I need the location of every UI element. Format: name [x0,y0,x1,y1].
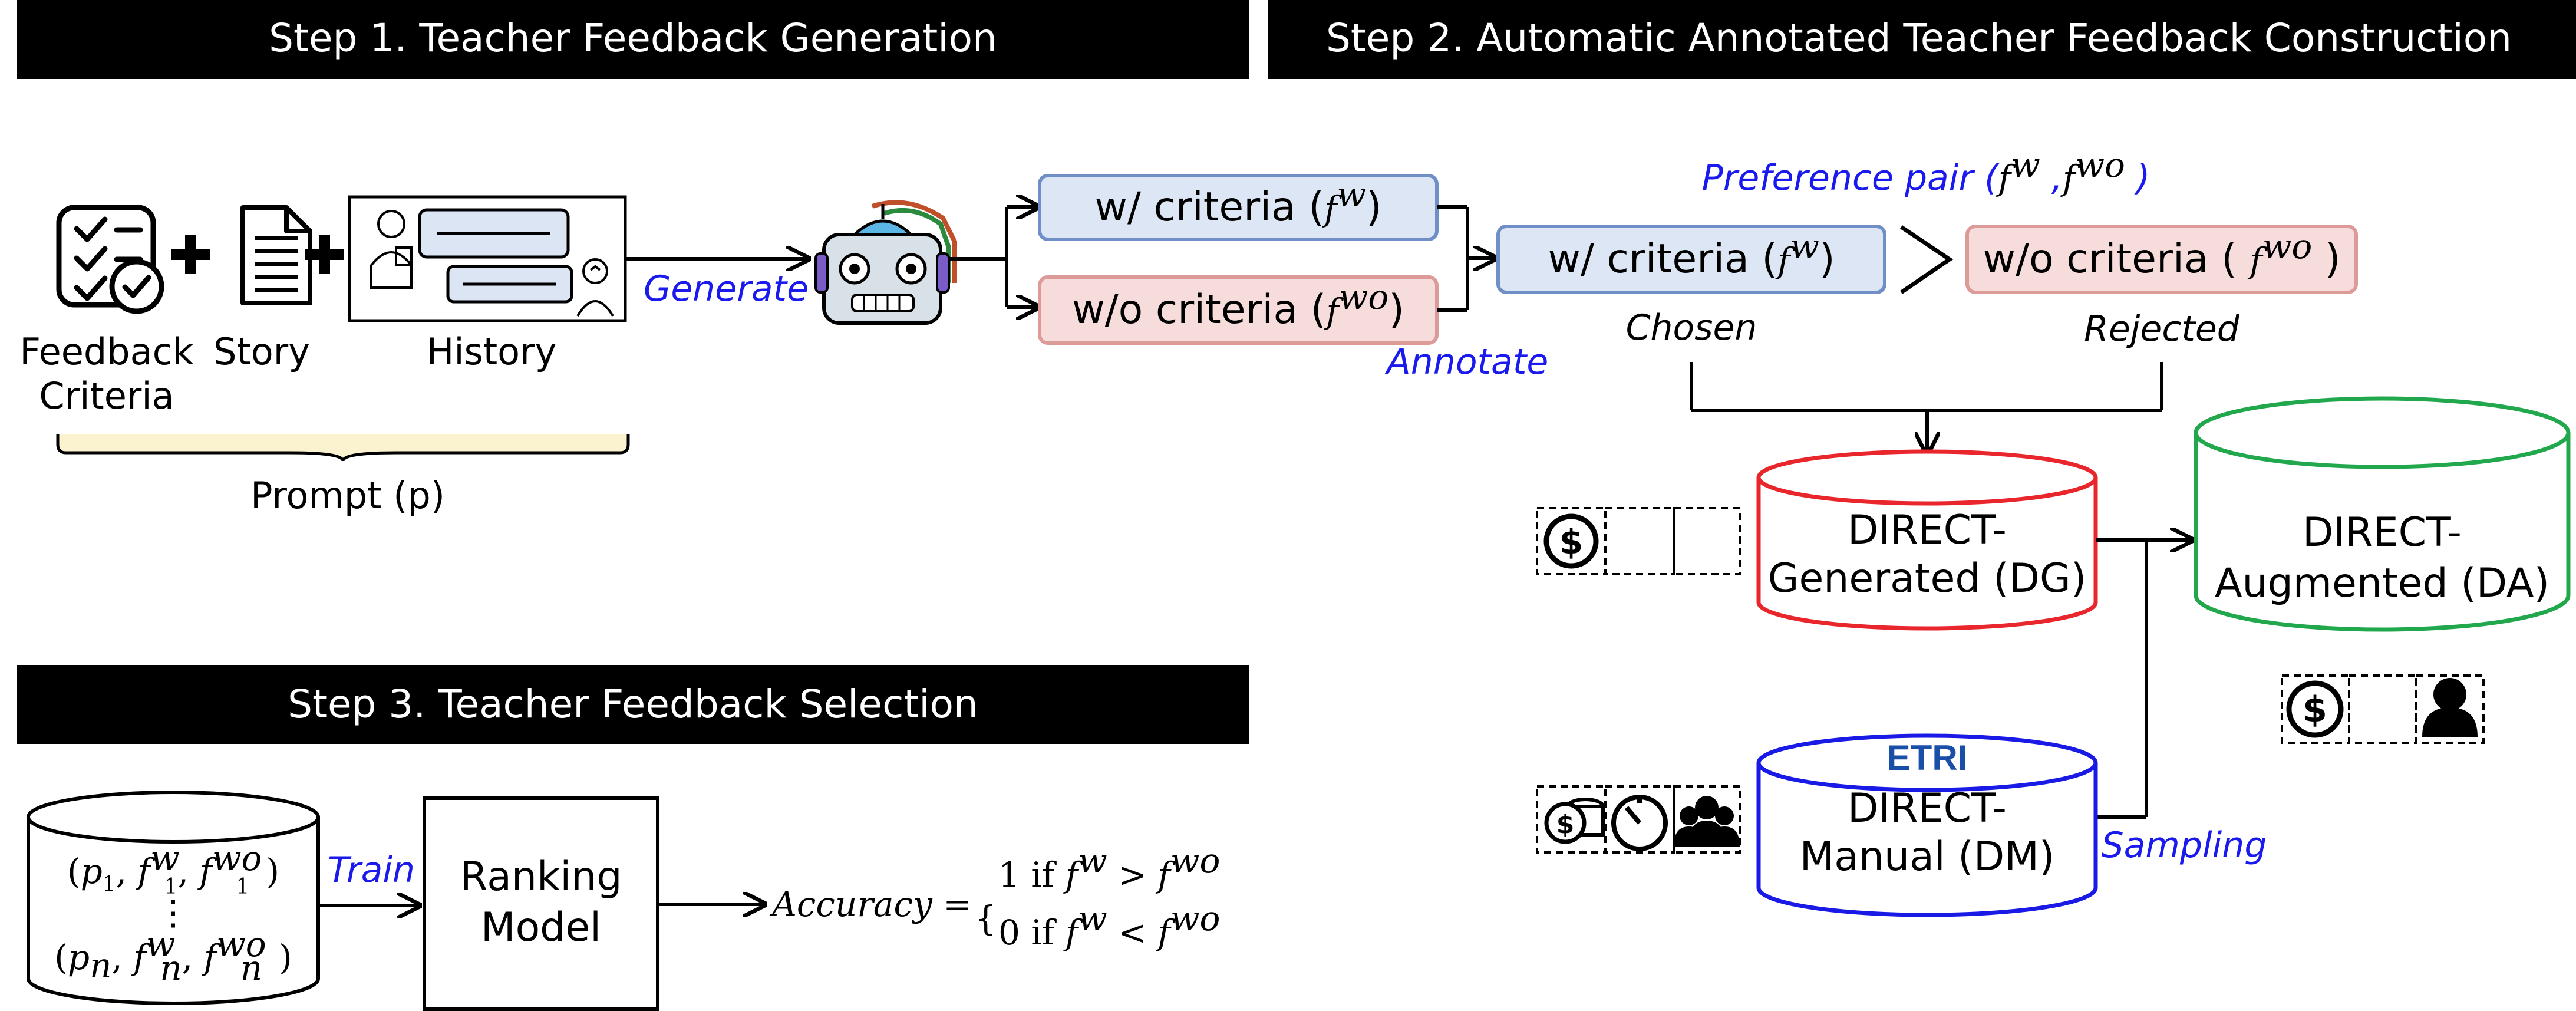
dg-label-1: DIRECT- [1848,507,2007,554]
feedback-criteria-label-1: Feedback [19,330,193,373]
ranking-model-label-2: Model [481,904,601,951]
da-cost-icons [2281,674,2485,744]
document-icon [240,205,312,305]
header-step1-text: Step 1. Teacher Feedback Generation [269,15,997,61]
without-criteria-box: w/o criteria (fwo) [1038,275,1439,345]
dg-label-2: Generated (DG) [1768,555,2086,602]
dm-label-2: Manual (DM) [1800,834,2055,880]
header-step3-text: Step 3. Teacher Feedback Selection [288,681,978,727]
dg-cost-icons [1536,507,1741,575]
rejected-box: w/o criteria ( fwo ) [1965,225,2358,294]
feedback-criteria-label-2: Criteria [39,374,174,417]
history-label: History [427,330,557,373]
ranking-model-label-1: Ranking [460,854,622,900]
chosen-label: Chosen [1626,307,1757,348]
train-label: Train [328,849,415,891]
with-criteria-label: w/ criteria (fw) [1094,174,1381,230]
svg-text:$: $ [1556,809,1575,839]
dollar-icon: $ [1543,513,1599,569]
svg-text:{: { [975,898,997,938]
sampling-label: Sampling [2102,825,2267,866]
header-step2: Step 2. Automatic Annotated Teacher Feed… [1268,0,2576,79]
svg-text:Accuracy =: Accuracy = [769,884,972,924]
rejected-label: Rejected [2084,308,2240,350]
rejected-box-label: w/o criteria ( fwo ) [1983,226,2341,282]
header-step3: Step 3. Teacher Feedback Selection [17,665,1249,744]
header-step2-text: Step 2. Automatic Annotated Teacher Feed… [1326,15,2512,61]
with-criteria-box: w/ criteria (fw) [1038,174,1439,241]
etri-logo: ETRI [1887,738,1968,778]
without-criteria-label: w/o criteria (fwo) [1072,277,1404,333]
accuracy-formula: Accuracy = { 1 if fw > fwo 0 if fw < fwo [769,841,1220,953]
dataset-dots: ⋮ [156,893,190,933]
chosen-box: w/ criteria (fw) [1496,225,1886,294]
da-label-1: DIRECT- [2303,509,2462,556]
ranking-model-box: Ranking Model [423,796,659,1011]
dm-cost-icons [1536,785,1741,854]
timer-icon [1611,795,1668,851]
greater-than-icon [1900,225,1954,294]
dollar-icon: $ [2286,680,2344,738]
dg-cylinder: DIRECT- Generated (DG) [1756,449,2098,631]
preference-pair-label: Preference pair (fw ,fwo ) [1702,145,2150,199]
dm-label-1: DIRECT- [1848,785,2007,832]
robot-icon [814,200,957,325]
coins-icon: $ [1544,798,1605,844]
dm-cylinder: ETRI DIRECT- Manual (DM) [1756,733,2098,917]
group-icon [1674,796,1740,847]
plus-icon [171,235,210,274]
chosen-box-label: w/ criteria (fw) [1548,226,1835,282]
prompt-label: Prompt (p) [250,474,445,517]
da-label-2: Augmented (DA) [2215,560,2549,607]
annotate-label: Annotate [1384,341,1549,383]
dg-to-da-arrow [2096,540,2192,819]
svg-text:$: $ [1559,522,1583,562]
fork-arrows [949,207,1038,307]
dataset-cylinder [27,791,320,1005]
merge-arrows [1690,362,2163,454]
annotate-arrows [1437,205,1496,312]
checklist-icon [56,205,164,314]
svg-text:1 if fw > fwo: 1 if fw > fwo [998,841,1220,895]
header-step1: Step 1. Teacher Feedback Generation [17,0,1249,79]
person-icon [2422,678,2478,737]
story-label: Story [213,330,310,373]
teacher-student-chat-icon [348,195,627,322]
plus-icon [305,235,344,274]
prompt-brace [56,434,630,462]
da-cylinder: DIRECT- Augmented (DA) [2194,396,2571,632]
generate-label: Generate [644,268,809,309]
svg-text:$: $ [2303,689,2327,730]
svg-text:0 if fw < fwo: 0 if fw < fwo [998,898,1220,953]
